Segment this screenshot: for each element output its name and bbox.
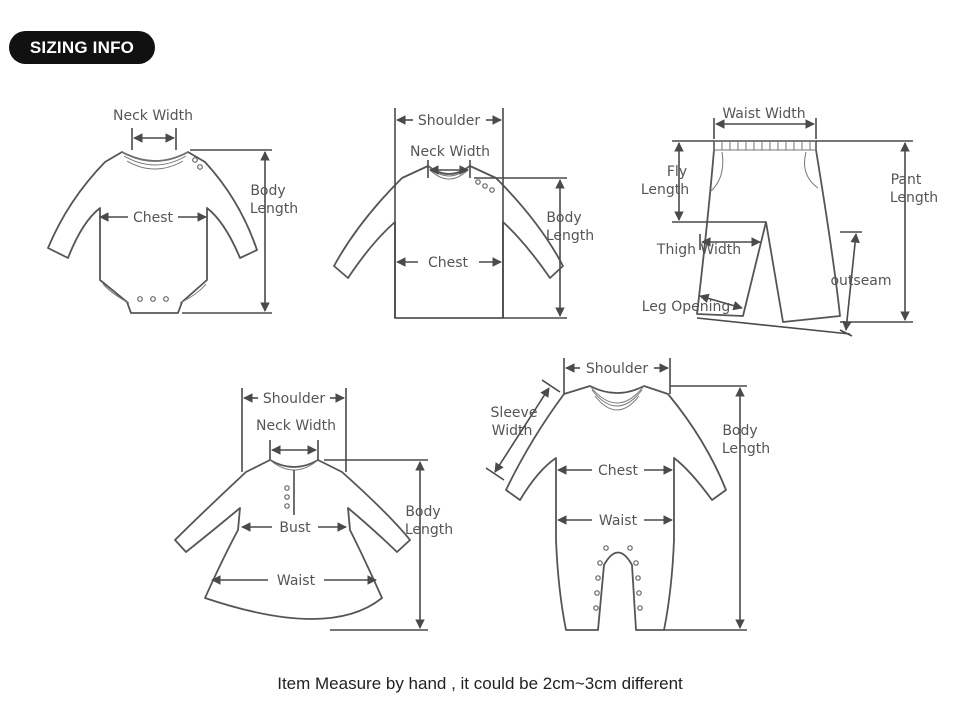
tshirt-neck-width-label: Neck Width xyxy=(410,144,490,160)
dress-body-length-label: Body xyxy=(405,504,440,520)
pants-outline xyxy=(696,140,841,323)
romper-chest-label: Chest xyxy=(598,463,639,479)
pants-leg-opening-label: Leg Opening xyxy=(642,299,731,315)
romper-body-length-label-2: Length xyxy=(722,441,770,457)
sizing-info-badge: SIZING INFO xyxy=(9,31,155,64)
pants-thigh-width-label: Thigh Width xyxy=(656,242,741,258)
romper-shoulder-label: Shoulder xyxy=(586,361,649,377)
bodysuit-body-length-label: Body xyxy=(250,183,285,199)
romper-sleeve-width-label: Sleeve xyxy=(491,405,538,421)
dress-outline xyxy=(174,459,411,620)
pants-fly-length-label: Fly xyxy=(667,164,687,180)
dress-figure: Shoulder Neck Width Bust Waist Body Leng… xyxy=(174,388,453,631)
dress-waist-label: Waist xyxy=(277,573,316,589)
pants-fly-length-label-2: Length xyxy=(641,182,689,198)
tshirt-figure: Shoulder Neck Width Chest Body Length xyxy=(333,108,594,319)
pants-waist-width-label: Waist Width xyxy=(722,106,805,122)
bodysuit-neck-width-label: Neck Width xyxy=(113,108,193,124)
dress-body-length-label-2: Length xyxy=(405,522,453,538)
dress-neck-width-label: Neck Width xyxy=(256,418,336,434)
tshirt-body-length-label-2: Length xyxy=(546,228,594,244)
dress-shoulder-label: Shoulder xyxy=(263,391,326,407)
romper-outline xyxy=(505,385,727,631)
tshirt-shoulder-label: Shoulder xyxy=(418,113,481,129)
bodysuit-outline xyxy=(47,151,258,314)
romper-sleeve-width-label-2: Width xyxy=(492,423,533,439)
pants-figure: Waist Width Fly Length Pant Length Thigh… xyxy=(641,106,938,337)
romper-body-length-label: Body xyxy=(722,423,757,439)
bodysuit-figure: Neck Width Chest Body Length xyxy=(47,108,298,314)
romper-waist-label: Waist xyxy=(599,513,638,529)
bodysuit-body-length-label-2: Length xyxy=(250,201,298,217)
pants-pant-length-label-2: Length xyxy=(890,190,938,206)
tshirt-outline xyxy=(333,165,564,319)
dress-bust-label: Bust xyxy=(279,520,311,536)
pants-pant-length-label: Pant xyxy=(891,172,922,188)
bodysuit-chest-label: Chest xyxy=(133,210,174,226)
pants-outseam-label: outseam xyxy=(830,273,891,289)
measurement-note: Item Measure by hand , it could be 2cm~3… xyxy=(277,674,683,693)
romper-figure: Shoulder Sleeve Width Chest Waist Body L… xyxy=(485,358,770,631)
tshirt-body-length-label: Body xyxy=(546,210,581,226)
tshirt-chest-label: Chest xyxy=(428,255,469,271)
